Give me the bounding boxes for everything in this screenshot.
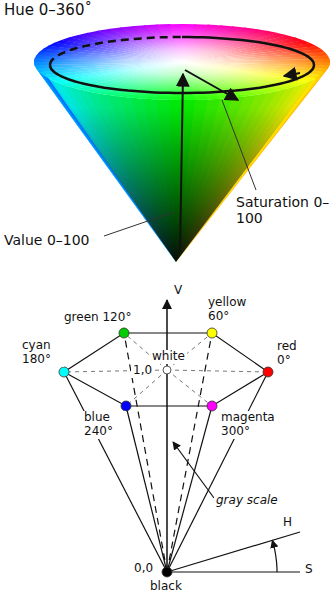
axis-label: S xyxy=(305,563,313,577)
color-dots xyxy=(59,328,273,577)
point-label: black xyxy=(150,580,182,594)
coordinate-label: 0,0 xyxy=(134,562,153,576)
hue-angle-label: cyan 180° xyxy=(20,339,64,367)
hue-angle-label: magenta 300° xyxy=(219,411,283,439)
blue-dot xyxy=(121,401,131,411)
value-label: Value 0–100 xyxy=(4,232,90,248)
hexagon xyxy=(64,333,268,406)
value-arrow xyxy=(180,74,183,252)
hue-arrow xyxy=(284,73,300,76)
hue-angle-label: red 0° xyxy=(275,340,311,368)
yellow-dot xyxy=(207,328,217,338)
red-dot xyxy=(263,367,273,377)
hue-angle-label: yellow 60° xyxy=(206,296,256,324)
white-spoke xyxy=(167,370,268,372)
hue-angle-label: blue 240° xyxy=(82,411,126,439)
magenta-dot xyxy=(207,401,217,411)
white-spoke xyxy=(167,370,212,406)
cone-shading xyxy=(34,59,330,262)
axis-note: gray scale xyxy=(214,494,280,508)
hexcone xyxy=(64,300,300,572)
h-axis xyxy=(167,532,300,572)
gray-scale-arrow xyxy=(173,442,214,498)
axis-label: V xyxy=(174,284,182,298)
hidden-edge xyxy=(124,333,167,572)
cone-edge xyxy=(167,406,212,572)
hue-ring-dashed xyxy=(50,37,182,65)
hue-label: Hue 0–360˚ xyxy=(4,2,92,19)
cone-edge xyxy=(64,372,167,572)
saturation-arrow xyxy=(185,70,238,100)
s-axis xyxy=(167,571,300,572)
cone-edge xyxy=(167,372,268,572)
green-dot xyxy=(119,328,129,338)
white-dot xyxy=(163,366,171,374)
cyan-dot xyxy=(59,367,69,377)
black-dot xyxy=(162,567,172,577)
point-label: white xyxy=(150,350,187,364)
saturation-leader xyxy=(222,100,256,190)
cone-edge xyxy=(126,406,167,572)
axis-label: H xyxy=(283,516,292,530)
value-axis xyxy=(166,300,168,572)
coordinate-label: 1,0 xyxy=(131,364,154,378)
h-angle-arrow xyxy=(272,540,277,572)
saturation-label: Saturation 0–100 xyxy=(236,194,330,226)
value-leader xyxy=(104,212,174,236)
hidden-edge xyxy=(167,333,212,572)
hue-angle-label: green 120° xyxy=(62,311,133,325)
